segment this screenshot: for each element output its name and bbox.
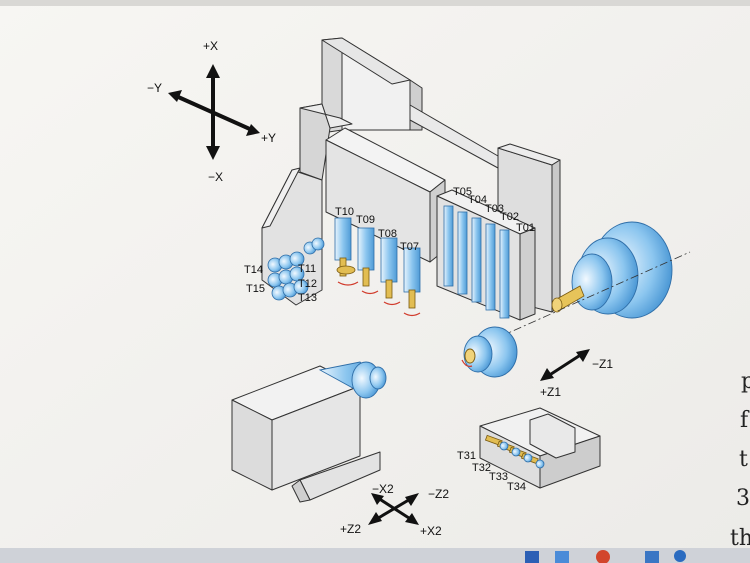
tool-labels: T05 T04 T03 T02 T01 T10 T09 T08 T07 T11 … <box>244 186 535 493</box>
workpiece <box>551 285 585 313</box>
tool-label-t10: T10 <box>335 206 354 218</box>
tool-label-t07: T07 <box>400 241 419 253</box>
bg-text: p <box>741 369 750 394</box>
tool-label-t12: T12 <box>298 278 317 290</box>
main-spindle-chuck <box>571 221 673 319</box>
tool-label-t01: T01 <box>516 222 535 234</box>
xy-axis-cross <box>168 64 260 160</box>
rotation-arrows <box>337 281 421 317</box>
tool-label-t33: T33 <box>489 471 508 483</box>
axis-label-minus-z1: −Z1 <box>592 357 613 371</box>
tool-label-t14: T14 <box>244 264 263 276</box>
lower-turret-body <box>231 365 361 491</box>
drill-bits <box>336 257 416 309</box>
axis-label-minus-x2: −X2 <box>372 482 394 496</box>
axis-label-plus-y: +Y <box>261 131 276 145</box>
tool-label-t02: T02 <box>500 211 519 223</box>
taskbar-browser-icon[interactable] <box>596 550 610 563</box>
taskbar-app-icon[interactable] <box>645 551 659 563</box>
tool-cluster-t11-t15 <box>267 237 325 301</box>
axis-label-minus-x: −X <box>208 170 223 184</box>
gang-tool-inserts <box>443 205 510 319</box>
bg-text: 3 <box>736 486 750 511</box>
tool-label-t31: T31 <box>457 450 476 462</box>
bg-text: th <box>730 526 750 551</box>
rotation-arrow <box>461 359 473 367</box>
tool-label-t05: T05 <box>453 186 472 198</box>
x2-z2-axis-cross <box>368 493 419 525</box>
axis-label-plus-x: +X <box>203 39 218 53</box>
taskbar <box>0 548 750 563</box>
taskbar-app-icon[interactable] <box>555 551 569 563</box>
back-drill-collets <box>499 441 545 469</box>
taskbar-app-icon[interactable] <box>525 551 539 563</box>
z1-axis-arrow <box>540 349 590 381</box>
tool-label-t11: T11 <box>298 263 316 275</box>
lower-turret-spindle <box>318 361 387 399</box>
bg-text: t <box>739 447 748 472</box>
axis-label-minus-y: −Y <box>147 81 162 95</box>
axis-label-plus-z2: +Z2 <box>340 522 361 536</box>
tool-label-t09: T09 <box>356 214 375 226</box>
tool-label-t13: T13 <box>298 292 317 304</box>
tool-label-t03: T03 <box>485 203 504 215</box>
tool-label-t08: T08 <box>378 228 397 240</box>
rotary-tool-spindles <box>334 217 421 293</box>
tool-label-t15: T15 <box>246 283 265 295</box>
axis-label-plus-z1: +Z1 <box>540 385 561 399</box>
axis-label-plus-x2: +X2 <box>420 524 442 538</box>
tool-label-t04: T04 <box>468 194 487 206</box>
bg-text: f <box>740 408 750 433</box>
tool-label-t32: T32 <box>472 462 491 474</box>
sub-spindle <box>463 326 518 378</box>
lower-turret-base <box>291 451 381 503</box>
taskbar-app-icon[interactable] <box>674 550 686 562</box>
axis-label-minus-z2: −Z2 <box>428 487 449 501</box>
tool-label-t34: T34 <box>507 481 526 493</box>
